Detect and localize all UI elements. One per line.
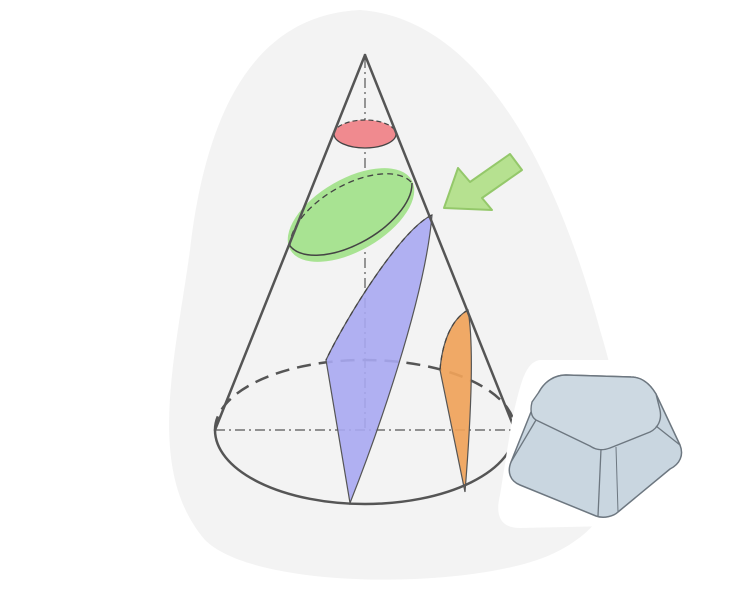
ellipse-section	[287, 168, 415, 262]
hyperbola-section	[439, 309, 473, 493]
keycap-icon	[508, 374, 683, 518]
cone-side-left	[213, 53, 367, 432]
cone-base-front	[213, 429, 517, 506]
cone-side-right	[363, 53, 517, 432]
pointer-arrow-icon	[443, 153, 523, 211]
parabola-section	[325, 214, 433, 506]
parabola-section-edge-hidden	[325, 214, 433, 361]
circle-section	[333, 119, 397, 149]
